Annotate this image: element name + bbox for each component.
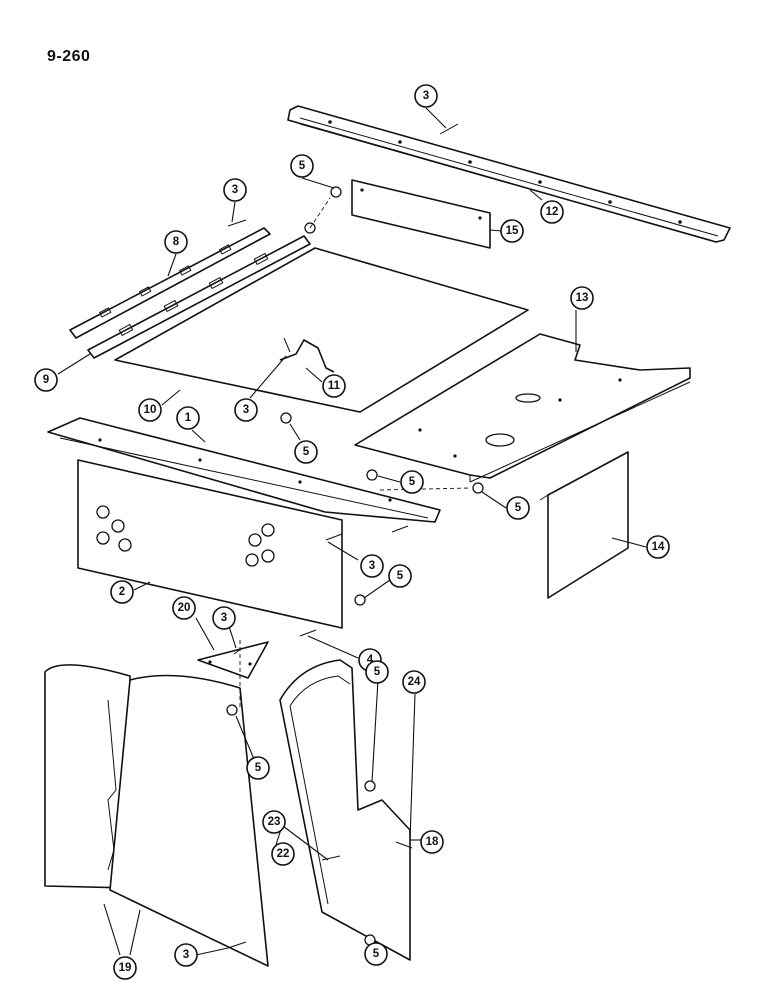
part-14-side-plate [539,451,629,599]
page-number: 9-260 [47,48,91,65]
part-9-strip [87,235,311,359]
callout-13: 13 [570,286,594,310]
part-10-panel [114,247,529,413]
svg-text:9: 9 [43,374,49,386]
svg-text:12: 12 [546,206,559,218]
part-11-handle [279,339,335,373]
svg-text:10: 10 [144,404,157,416]
svg-text:18: 18 [426,836,439,848]
callout-12: 12 [540,200,564,224]
svg-text:5: 5 [299,160,306,172]
callout-24: 24 [402,670,426,694]
svg-text:8: 8 [173,236,180,248]
svg-text:14: 14 [652,541,665,553]
callout-3-panel: 3 [360,554,384,578]
callout-5-right: 5 [506,496,530,520]
part-15-plate [351,179,491,249]
part-20-gusset [197,641,269,679]
svg-text:3: 3 [183,949,189,961]
callout-15: 15 [500,219,524,243]
callout-19: 19 [113,956,137,980]
callout-11: 11 [322,374,346,398]
callout-5-bottom: 5 [364,942,388,966]
part-2-front-panel [77,459,343,629]
callout-9: 9 [34,368,58,392]
callout-5-panel: 5 [388,564,412,588]
alignment-lines [239,197,471,710]
callout-14: 14 [646,535,670,559]
callout-2: 2 [110,580,134,604]
callout-1: 1 [176,406,200,430]
svg-text:5: 5 [515,502,522,514]
svg-text:15: 15 [506,225,519,237]
svg-text:20: 20 [178,602,191,614]
callout-10: 10 [138,398,162,422]
svg-text:11: 11 [328,380,341,392]
svg-text:13: 13 [576,292,589,304]
part-1-rail [47,417,441,523]
svg-text:3: 3 [423,90,429,102]
callout-18: 18 [420,830,444,854]
callout-3-left-top: 3 [223,178,247,202]
svg-text:23: 23 [268,816,281,828]
svg-text:3: 3 [369,560,375,572]
callout-23: 23 [262,810,286,834]
part-12-top-rail [287,105,731,243]
svg-text:1: 1 [185,412,192,424]
svg-text:3: 3 [243,404,249,416]
part-13-floor-plate [354,333,691,483]
svg-text:5: 5 [255,762,262,774]
callout-5-mid-right: 5 [400,470,424,494]
callout-3-gusset: 3 [212,606,236,630]
callout-3-top: 3 [414,84,438,108]
svg-text:5: 5 [373,948,380,960]
callout-5-fender: 5 [365,660,389,684]
part-8-strip [69,227,271,339]
callout-5-left-fender: 5 [246,756,270,780]
callout-22: 22 [271,842,295,866]
leaders [57,107,647,956]
svg-text:22: 22 [277,848,290,860]
callout-5-center: 5 [294,440,318,464]
part-18-side-fender [279,659,411,961]
svg-text:19: 19 [119,962,132,974]
svg-text:3: 3 [232,184,238,196]
svg-text:24: 24 [408,676,421,688]
svg-text:4: 4 [367,654,374,666]
svg-text:5: 5 [409,476,416,488]
svg-text:5: 5 [397,570,404,582]
svg-text:5: 5 [303,446,310,458]
callout-5-top: 5 [290,154,314,178]
callout-20: 20 [172,596,196,620]
svg-text:5: 5 [374,666,381,678]
callout-3-mid: 3 [234,398,258,422]
svg-text:3: 3 [221,612,227,624]
callout-8: 8 [164,230,188,254]
part-19-fender [44,664,269,967]
callout-3-bottom: 3 [174,943,198,967]
svg-text:2: 2 [119,586,125,598]
